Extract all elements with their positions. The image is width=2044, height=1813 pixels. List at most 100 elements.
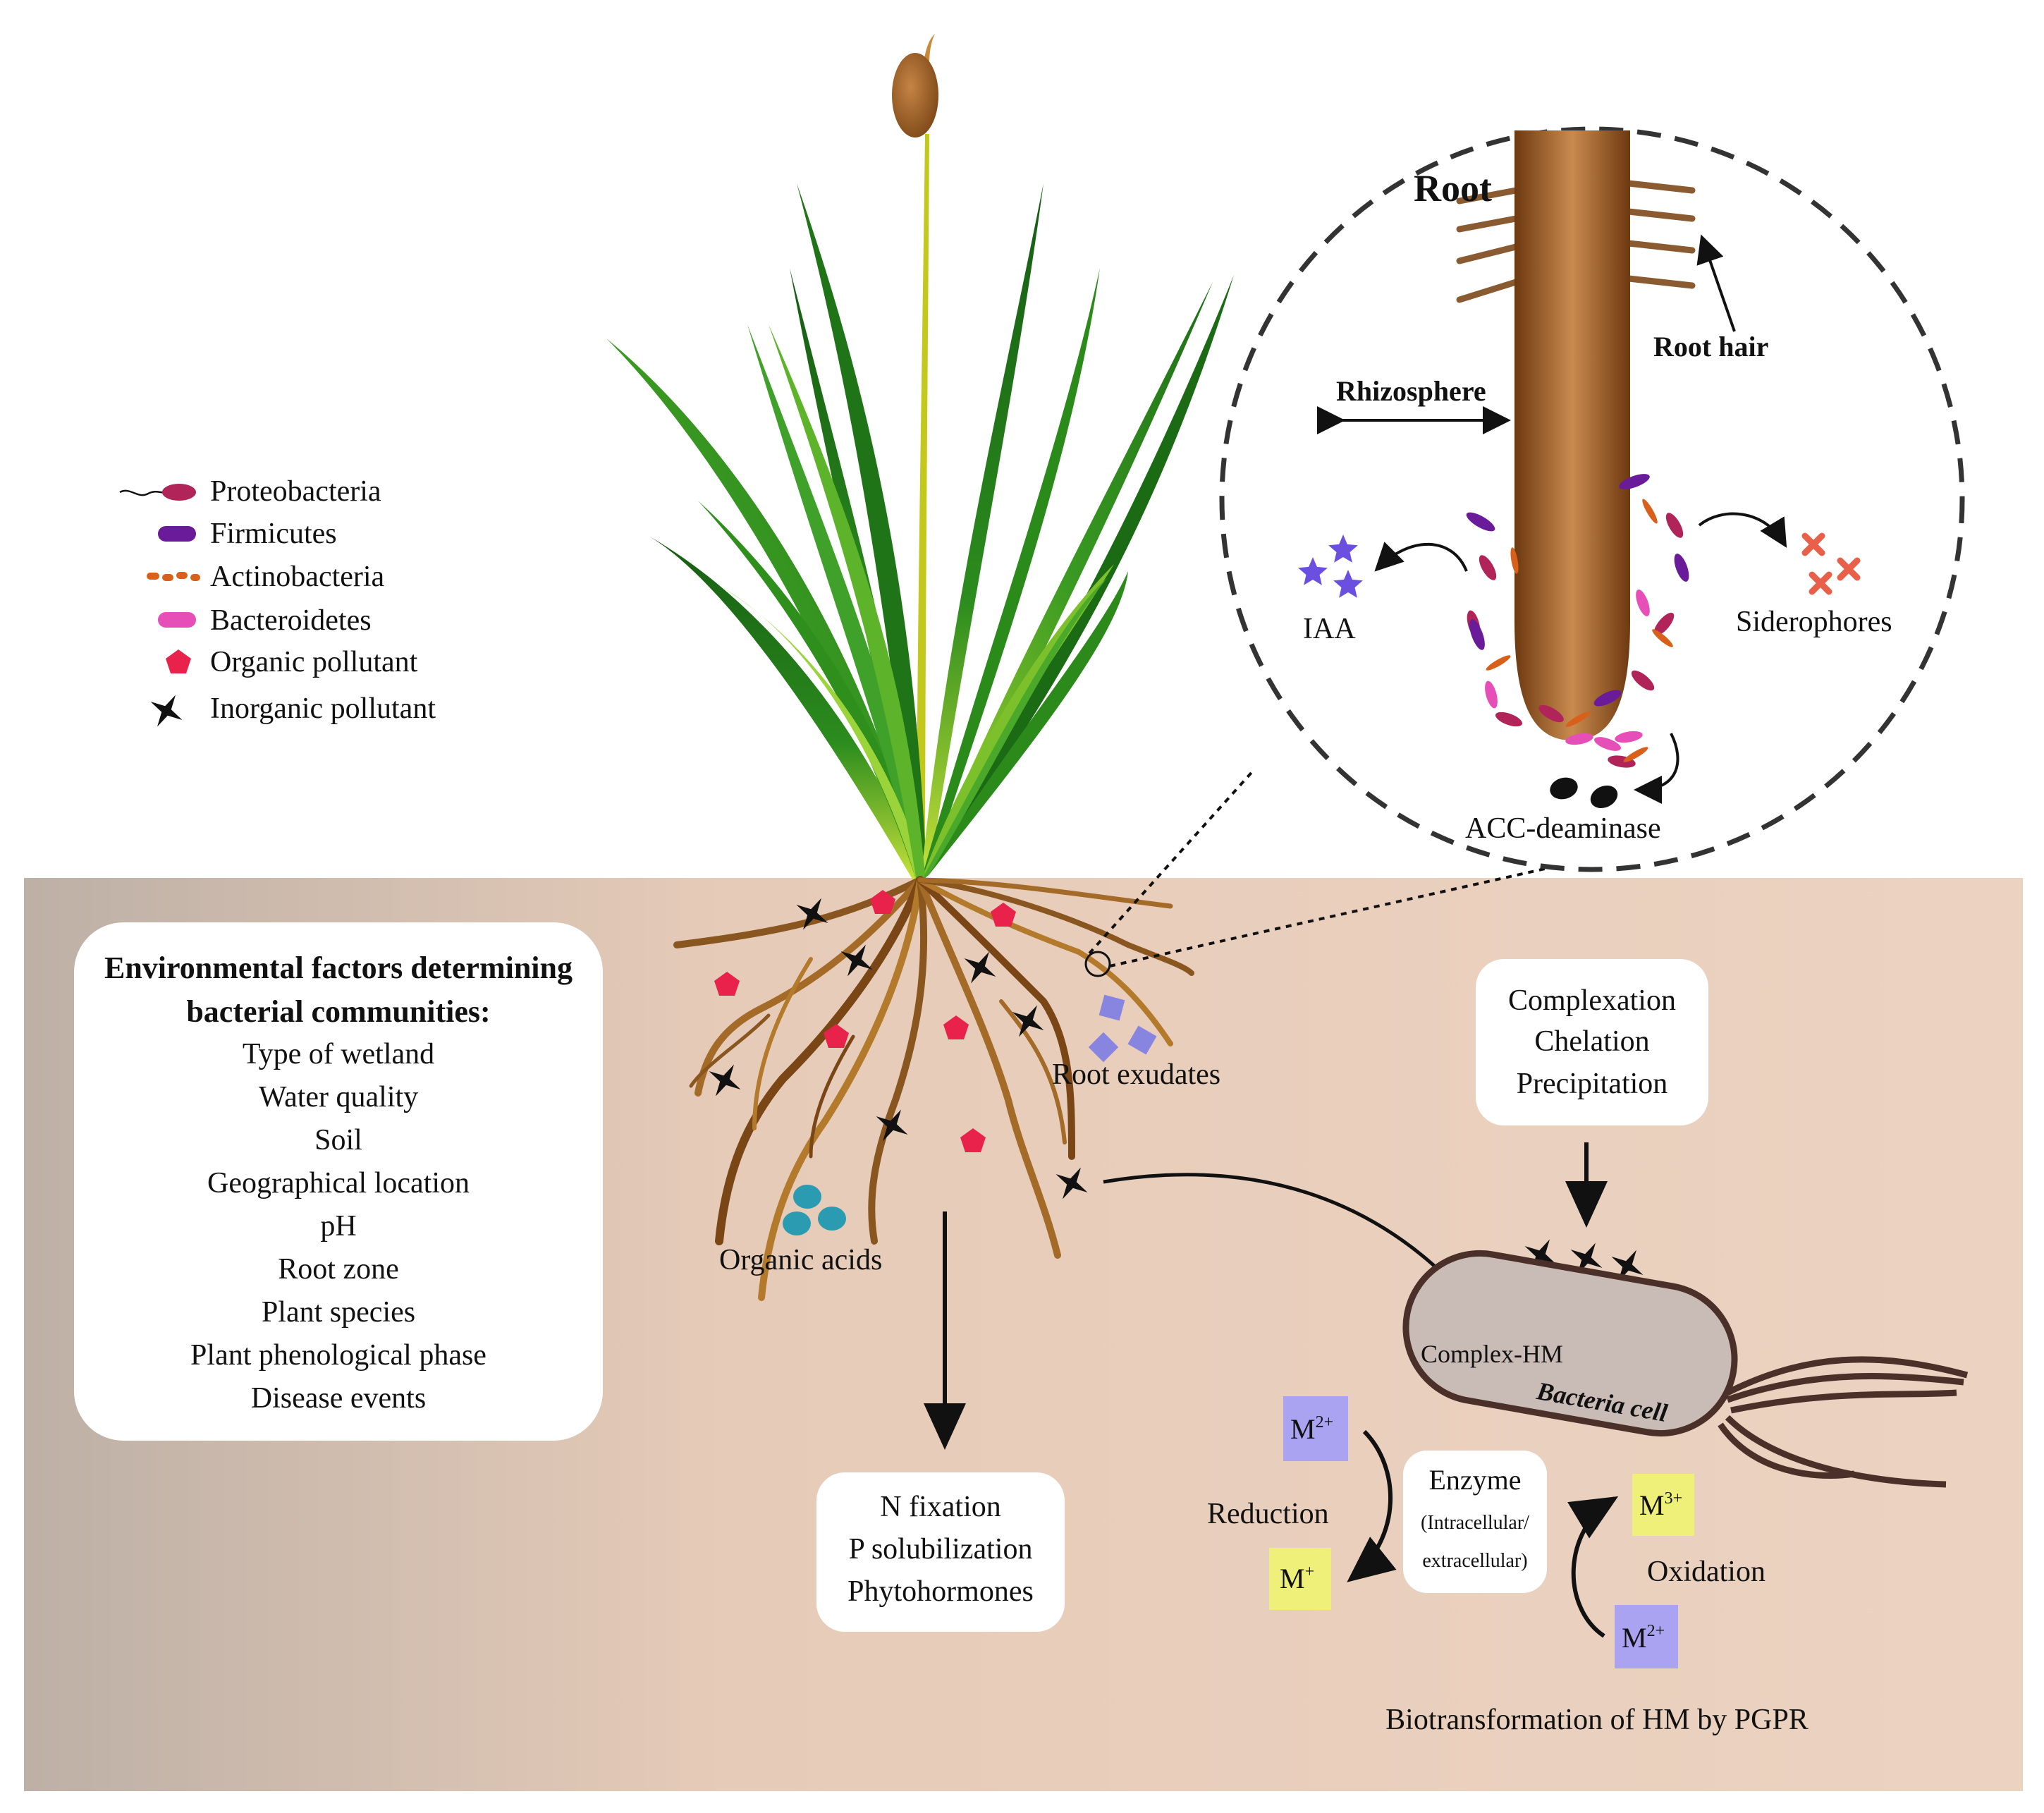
environmental-factors-text: Environmental factors determining bacter… — [104, 951, 573, 1415]
organic-pollutant-marker — [714, 972, 740, 996]
enzyme-label: Enzyme — [1428, 1464, 1521, 1496]
inorganic-pollutant-marker — [1524, 1239, 1557, 1271]
bacterium — [1594, 737, 1621, 751]
env-title-line1: Environmental factors determining — [104, 951, 573, 985]
rhizosphere-inset — [1219, 126, 1965, 872]
oxidation-arrow — [1567, 1496, 1619, 1638]
inorganic-pollutant-marker — [150, 695, 183, 727]
root-hairs — [1456, 180, 1696, 303]
organic-pollutants — [714, 890, 1016, 1152]
legend-icons — [119, 484, 200, 673]
bacterium — [1653, 612, 1675, 636]
pollutant-uptake-arrow — [1103, 1173, 1466, 1297]
m2-bottom-label: M2+ — [1622, 1622, 1665, 1654]
bacterium — [1479, 555, 1497, 580]
output-p-solubilization: P solubilization — [849, 1533, 1033, 1565]
legend-organic-pollutant-icon — [166, 649, 191, 673]
inorganic-pollutant-marker — [840, 944, 873, 977]
inset-rhizosphere-label: Rhizosphere — [1336, 375, 1486, 407]
root-exudates-label: Root exudates — [1052, 1058, 1220, 1091]
cattail-spike — [892, 34, 938, 138]
env-item: Plant species — [262, 1296, 415, 1329]
inorganic-pollutant-marker — [796, 898, 828, 930]
legend-bacteroidetes-icon — [158, 612, 196, 628]
bacterium — [1615, 731, 1643, 743]
root-hair-pointer-arrow — [1696, 234, 1736, 332]
env-item: Type of wetland — [243, 1038, 434, 1070]
inorganic-pollutant-marker — [1570, 1243, 1603, 1275]
rhizosphere-bacteria — [1466, 474, 1689, 768]
legend-bacteroidetes: Bacteroidetes — [210, 604, 372, 637]
legend-proteobacteria: Proteobacteria — [210, 475, 381, 508]
env-item: Soil — [314, 1124, 362, 1156]
legend-inorganic-pollutant: Inorganic pollutant — [210, 692, 436, 725]
inorganic-pollutant-marker — [1611, 1250, 1644, 1282]
legend-proteobacteria-body — [162, 484, 196, 501]
complexation-label: Complexation — [1508, 984, 1676, 1017]
env-item: Root zone — [278, 1253, 398, 1286]
siderophores-arrow — [1698, 512, 1787, 548]
env-item: Disease events — [251, 1382, 426, 1415]
env-item: Plant phenological phase — [190, 1339, 486, 1372]
bacterium — [1631, 670, 1655, 691]
bacterium — [1469, 619, 1485, 650]
bacterium — [1486, 655, 1511, 671]
redox-labels: M2+ M+ M3+ M2+ Reduction Oxidation Enzym… — [1207, 1413, 1809, 1736]
legend-actinobacteria-icon — [147, 572, 200, 581]
m-plus-box — [1269, 1548, 1331, 1610]
root-exudate-squares — [1088, 994, 1157, 1063]
inset-root-hair-label: Root hair — [1653, 331, 1768, 362]
chelation-label: Chelation — [1534, 1025, 1649, 1058]
organic-pollutant-marker — [960, 1128, 986, 1152]
organic-acid-dots — [783, 1185, 846, 1235]
inset-siderophores-label: Siderophores — [1736, 606, 1892, 638]
siderophore-molecules — [1801, 532, 1861, 595]
bacterium — [1485, 680, 1498, 709]
iaa-star — [1328, 535, 1358, 563]
acc-deaminase-dots — [1550, 777, 1618, 809]
m3-box — [1632, 1474, 1694, 1536]
bacterium — [1619, 474, 1650, 489]
iaa-molecules — [1298, 535, 1363, 598]
iaa-arrow — [1374, 542, 1468, 572]
enzyme-sub-label: (Intracellular/ — [1421, 1512, 1529, 1534]
m2-bottom-box — [1615, 1605, 1678, 1668]
output-n-fixation: N fixation — [880, 1491, 1000, 1523]
inorganic-pollutant-marker — [1055, 1167, 1088, 1199]
env-item: Water quality — [259, 1081, 418, 1113]
bacterium — [1652, 629, 1673, 647]
legend-actinobacteria: Actinobacteria — [210, 561, 385, 593]
inset-labels: Root Root hair Rhizosphere IAA Sideropho… — [1303, 167, 1892, 845]
env-item: Geographical location — [207, 1167, 470, 1199]
plant-leaves — [606, 134, 1234, 885]
bacterium — [1565, 712, 1591, 727]
bacterium — [1642, 499, 1658, 524]
legend-firmicutes: Firmicutes — [210, 518, 337, 550]
inorganic-pollutant-marker — [876, 1109, 908, 1142]
bacterium — [1565, 733, 1593, 745]
m2-top-label: M2+ — [1290, 1413, 1333, 1445]
environmental-factors-box — [74, 922, 603, 1441]
organic-acids-label: Organic acids — [719, 1244, 882, 1276]
bacterium — [1510, 547, 1519, 574]
bacterium — [1466, 512, 1495, 532]
bacterium — [1495, 712, 1522, 727]
root-system — [673, 876, 1194, 1301]
env-item: pH — [320, 1210, 356, 1243]
m2-top-box — [1283, 1396, 1348, 1461]
bacteria-cell — [1402, 1250, 1969, 1488]
reduction-arrow — [1347, 1429, 1397, 1582]
inset-root-label: Root — [1414, 167, 1492, 209]
acc-arrow — [1634, 733, 1679, 804]
bacterium — [1674, 554, 1689, 582]
organic-pollutant-marker — [824, 1024, 849, 1048]
iaa-star — [1298, 557, 1328, 585]
organic-pollutant-marker — [870, 890, 895, 914]
inset-acc-label: ACC-deaminase — [1465, 812, 1661, 845]
reduction-label: Reduction — [1207, 1498, 1329, 1530]
bacterium — [1665, 513, 1684, 538]
precipitation-label: Precipitation — [1517, 1068, 1668, 1100]
organic-pollutant-marker — [991, 903, 1016, 927]
